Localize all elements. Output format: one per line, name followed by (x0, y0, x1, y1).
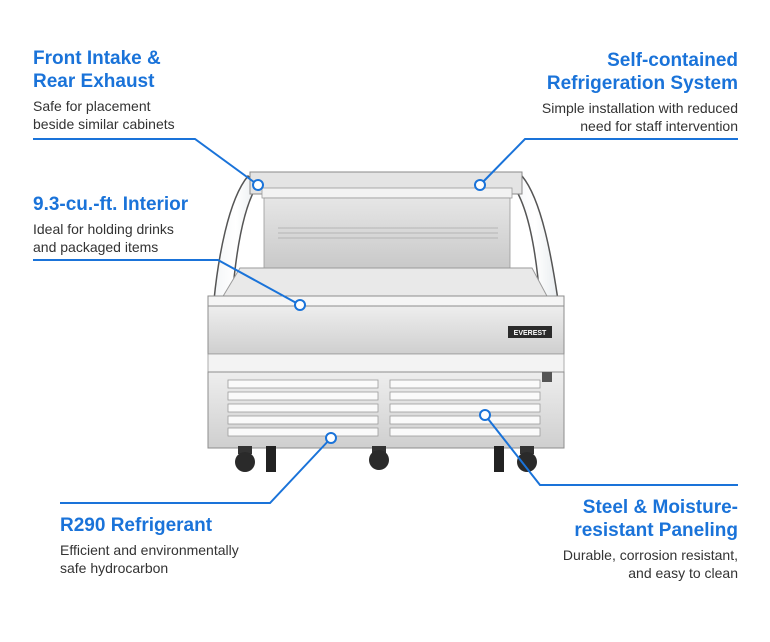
marker-interior (294, 299, 306, 311)
brand-logo-plate (508, 326, 552, 338)
power-switch (542, 372, 552, 382)
display-deck (221, 267, 549, 299)
callout-markers (252, 179, 491, 444)
connector-refrigeration (479, 138, 738, 186)
callout-connectors (33, 138, 738, 504)
callout-interior: 9.3-cu.-ft. Interior Ideal for holding d… (33, 193, 273, 256)
callout-paneling-title: Steel & Moisture- resistant Paneling (574, 497, 738, 541)
front-vent-grille-left (227, 379, 379, 437)
callout-refrigerant-title: R290 Refrigerant (60, 515, 213, 536)
connector-refrigerant (60, 437, 332, 504)
callout-refrigeration: Self-contained Refrigeration System Simp… (478, 49, 738, 135)
callout-refrigerant: R290 Refrigerant Efficient and environme… (60, 514, 300, 577)
callout-refrigerant-desc: Efficient and environmentally safe hydro… (60, 542, 239, 576)
callout-interior-title: 9.3-cu.-ft. Interior (33, 194, 189, 215)
connector-front-intake (33, 138, 259, 186)
casters (235, 446, 537, 472)
callout-refrigeration-desc: Simple installation with reduced need fo… (541, 100, 738, 134)
brand-logo-text: EVEREST (514, 330, 547, 337)
front-vent-grille-right (389, 379, 541, 437)
callout-interior-desc: Ideal for holding drinks and packaged it… (33, 221, 174, 255)
front-panel (207, 305, 565, 355)
callout-refrigeration-title: Self-contained Refrigeration System (546, 50, 738, 94)
connector-interior (33, 259, 301, 306)
merchandiser-cabinet (207, 171, 565, 472)
marker-refrigeration (474, 179, 486, 191)
callout-front-intake: Front Intake & Rear Exhaust Safe for pla… (33, 47, 253, 133)
callout-front-intake-title: Front Intake & Rear Exhaust (33, 48, 161, 92)
connector-paneling (484, 414, 738, 486)
marker-refrigerant (325, 432, 337, 444)
callout-front-intake-desc: Safe for placement beside similar cabine… (33, 98, 175, 132)
callout-paneling-desc: Durable, corrosion resistant, and easy t… (562, 547, 738, 581)
marker-front-intake (252, 179, 264, 191)
callout-paneling: Steel & Moisture- resistant Paneling Dur… (478, 496, 738, 582)
marker-paneling (479, 409, 491, 421)
